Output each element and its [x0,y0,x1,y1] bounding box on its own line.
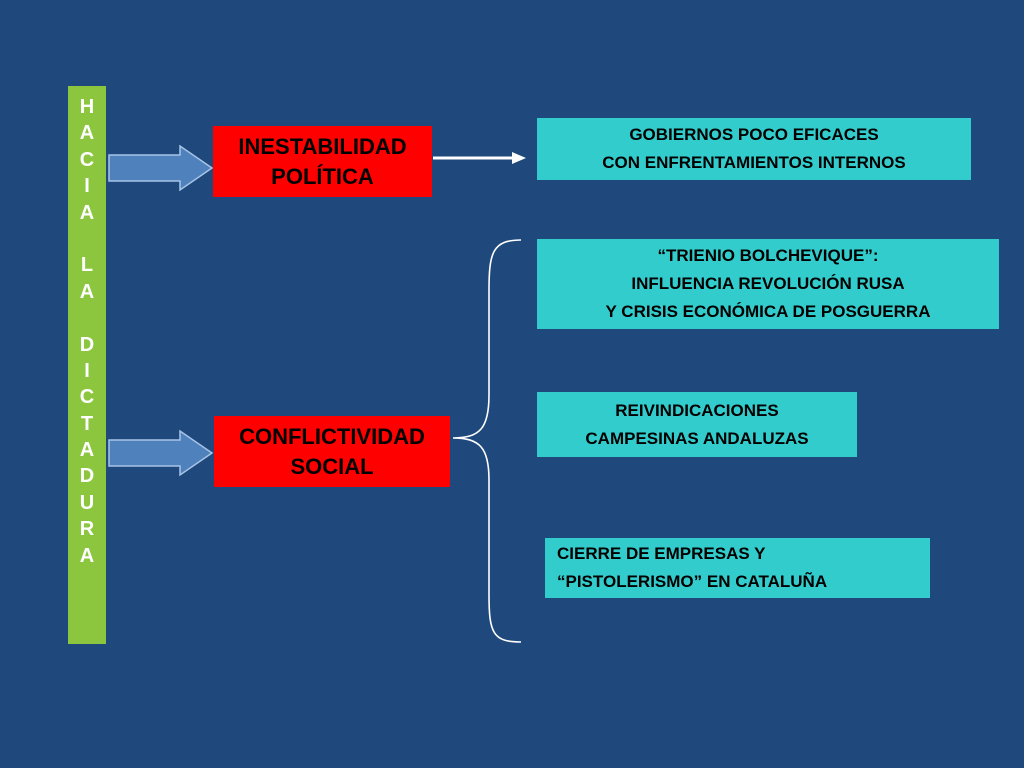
effect-catalonia-box: CIERRE DE EMPRESAS Y “PISTOLERISMO” EN C… [545,538,930,598]
block-arrow-political [108,144,214,192]
title-letter: U [79,491,95,514]
title-letter: D [79,465,95,488]
title-letter: A [79,122,95,145]
effect-trienio-box: “TRIENIO BOLCHEVIQUE”: INFLUENCIA REVOLU… [537,239,999,329]
effect-governments-line2: CON ENFRENTAMIENTOS INTERNOS [602,153,906,172]
cause-social-box: CONFLICTIVIDAD SOCIAL [214,416,450,487]
cause-social-line1: CONFLICTIVIDAD [239,423,425,449]
effect-governments-box: GOBIERNOS POCO EFICACES CON ENFRENTAMIEN… [537,118,971,180]
cause-social-line2: SOCIAL [290,453,374,479]
title-letter: A [79,280,95,303]
effect-trienio-line1: “TRIENIO BOLCHEVIQUE”: [657,246,879,265]
cause-political-box: INESTABILIDAD POLÍTICA [213,126,432,197]
title-letter: H [79,96,95,118]
curly-brace [452,239,522,643]
effect-trienio-line3: Y CRISIS ECONÓMICA DE POSGUERRA [605,302,931,321]
effect-catalonia-line1: CIERRE DE EMPRESAS Y [557,544,766,563]
title-letter: I [84,359,90,382]
effect-peasants-box: REIVINDICACIONES CAMPESINAS ANDALUZAS [537,392,857,457]
title-letter: A [79,439,95,462]
vertical-title-bar: H A C I A L A D I C T A D U R A [68,86,106,644]
title-letter: D [79,333,95,356]
effect-governments-line1: GOBIERNOS POCO EFICACES [629,125,879,144]
effect-peasants-line1: REIVINDICACIONES [615,400,779,420]
arrow-head-governments [512,152,526,164]
title-letter: A [79,544,95,567]
block-arrow-social [108,429,214,477]
title-letter: C [79,148,95,171]
effect-peasants-line2: CAMPESINAS ANDALUZAS [585,428,809,448]
title-letter: C [79,386,95,409]
title-letter: T [80,412,94,435]
title-letter: L [80,254,94,277]
cause-political-line1: INESTABILIDAD [238,133,407,159]
title-letter: R [79,518,95,541]
effect-trienio-line2: INFLUENCIA REVOLUCIÓN RUSA [631,274,905,293]
effect-catalonia-line2: “PISTOLERISMO” EN CATALUÑA [557,572,828,591]
title-letter: A [79,201,95,224]
cause-political-line2: POLÍTICA [271,163,374,189]
title-letter: I [84,175,90,198]
